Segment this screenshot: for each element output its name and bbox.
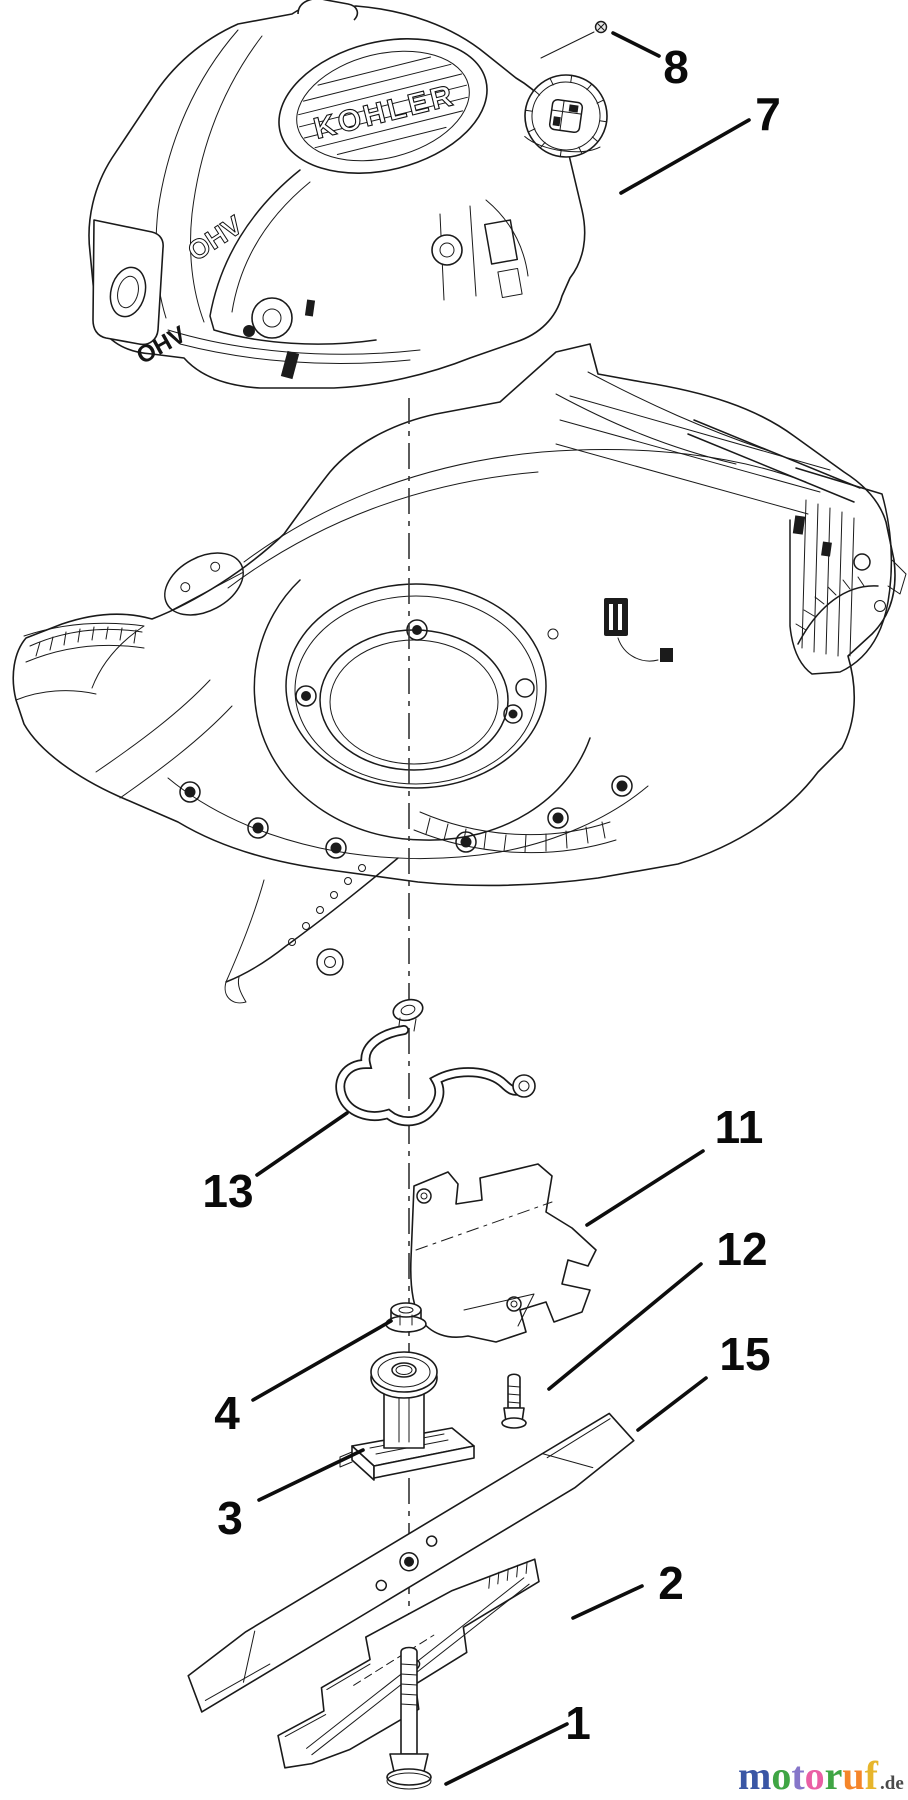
shroud-scoop-line: [209, 169, 377, 345]
heat-shield-hole: [506, 1296, 522, 1312]
watermark-letter: m: [738, 1753, 771, 1798]
deck-outline: [12, 343, 896, 887]
deck-bolt: [295, 619, 559, 724]
blade-side-hole: [425, 1535, 438, 1547]
blade-cutting-edge: [546, 1418, 611, 1459]
wing-hatch-band: [25, 626, 145, 663]
callout-leaders: [251, 31, 751, 1786]
bracket-eyelet: [392, 998, 424, 1022]
heat-shield-hole: [416, 1188, 432, 1204]
callout-4: 4: [214, 1387, 240, 1439]
leader-15: [636, 1376, 708, 1432]
leader-7: [619, 118, 751, 195]
front-skirt: [224, 857, 399, 1004]
mower-blade: [187, 1412, 635, 1713]
engine-fastener: [304, 299, 316, 317]
mower-deck-housing: [12, 343, 907, 1004]
leader-4: [251, 1319, 393, 1402]
flange-nut: [385, 1302, 427, 1333]
bracket-end-eyelet: [512, 1074, 536, 1098]
leader-8: [611, 31, 661, 58]
heat-shield: [409, 1163, 597, 1343]
leader-2: [571, 1584, 644, 1620]
deck-panel-line: [227, 471, 539, 589]
watermark-letter: r: [825, 1753, 843, 1798]
callout-15: 15: [719, 1328, 770, 1380]
blower-ring-inner: [294, 595, 538, 785]
wing-panel-line: [119, 705, 233, 799]
leader-13: [255, 1111, 349, 1177]
starter-handle: [297, 0, 359, 21]
blade-cutting-edge: [204, 1663, 271, 1701]
blade-adapter: [339, 1351, 475, 1481]
deck-bolt: [179, 775, 633, 859]
callout-7: 7: [755, 88, 781, 140]
wing-fold-line: [23, 622, 145, 689]
engine-side-details: [431, 199, 529, 301]
engine-base-line: [167, 329, 421, 355]
recoil-cover: KOHLER: [278, 38, 488, 174]
blower-ring-outer: [285, 583, 547, 789]
deck-panel-line: [243, 449, 807, 563]
watermark-letter: o: [771, 1753, 791, 1798]
leader-3: [257, 1448, 365, 1502]
adapter-bore: [391, 1362, 417, 1378]
watermark-letter: f: [865, 1753, 879, 1798]
leader-11: [585, 1149, 705, 1227]
shroud-screw: [540, 20, 608, 59]
deck-panel-line: [587, 371, 773, 453]
engine-assembly: KOHLER OHV OHV: [88, 0, 608, 389]
callout-11: 11: [715, 1101, 764, 1153]
callout-1: 1: [565, 1697, 591, 1749]
blade-center-hole: [399, 1551, 419, 1572]
blade-side-hole: [375, 1579, 388, 1592]
front-lip-hatch-band: [413, 811, 617, 854]
leader-12: [547, 1262, 703, 1391]
heat-shield-fold-line: [415, 1201, 553, 1251]
deck-panel-line: [555, 393, 737, 465]
engine-fastener: [243, 325, 255, 337]
watermark-letter: o: [805, 1753, 825, 1798]
callout-13: 13: [202, 1165, 253, 1217]
discharge-chute-line: [559, 419, 821, 493]
leader-1: [444, 1722, 569, 1786]
blower-volute-arc: [253, 579, 591, 841]
deck-bolt-arc: [167, 777, 649, 860]
heat-shield-outline: [409, 1163, 597, 1343]
fuel-cap: [524, 74, 608, 158]
plate-hatch: [488, 1561, 528, 1589]
recoil-fins: [298, 56, 468, 155]
wing-panel-line: [95, 679, 211, 773]
cable-clip: [604, 598, 673, 662]
watermark-letter: u: [842, 1753, 864, 1798]
callout-3: 3: [217, 1492, 243, 1544]
shroud-seam-line: [190, 35, 263, 323]
engine-mount-foot: [92, 219, 164, 346]
engine-fastener: [280, 350, 300, 380]
wing-fold-line: [15, 690, 97, 701]
deck-mounting-pad: [164, 552, 244, 616]
callout-12: 12: [716, 1223, 767, 1275]
callout-labels: 8 7 13 11 12 4 15 3 2 1: [202, 41, 780, 1749]
rear-bracket-assembly: [687, 419, 907, 675]
blade-wing-crease: [242, 1630, 256, 1683]
crankcase-boss: [251, 297, 293, 339]
motoruf-watermark: motoruf: [738, 1753, 879, 1798]
motoruf-watermark-suffix: .de: [880, 1773, 904, 1794]
callout-2: 2: [658, 1557, 684, 1609]
discharge-chute-line: [555, 443, 809, 515]
shoulder-bolt: [501, 1373, 527, 1429]
blade-bolt: [386, 1646, 432, 1790]
blade-brake-bracket: [335, 998, 536, 1127]
callout-8: 8: [663, 41, 689, 93]
watermark-letter: t: [791, 1753, 805, 1798]
shroud-scoop-line: [231, 181, 311, 313]
